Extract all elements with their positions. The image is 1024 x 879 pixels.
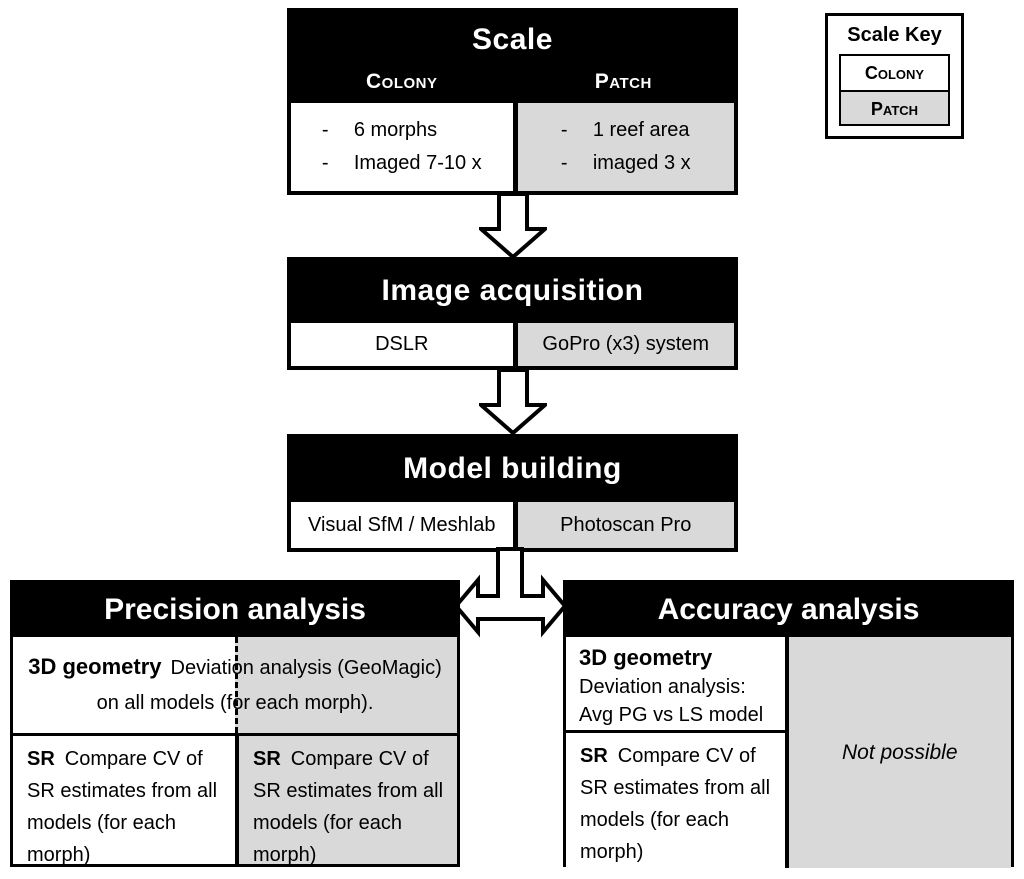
sr-label: SR — [580, 745, 608, 767]
model-building-title: Model building — [291, 438, 734, 502]
sr-description: Compare CV of SR estimates from all mode… — [580, 745, 771, 863]
precision-geometry-colony-background — [13, 637, 235, 733]
scale-header: Scale Colony Patch — [291, 12, 734, 103]
sr-description: Compare CV of SR estimates from all mode… — [27, 748, 218, 866]
bullet-dash: - — [321, 152, 329, 174]
accuracy-patch-not-possible-cell: Not possible — [788, 637, 1011, 868]
accuracy-analysis-title: Accuracy analysis — [566, 583, 1011, 637]
scale-colony-column-label: Colony — [365, 70, 438, 93]
precision-analysis-title: Precision analysis — [13, 583, 457, 637]
list-item-text: imaged 3 x — [592, 152, 691, 174]
geometry-description-line2: Avg PG vs LS model — [579, 704, 764, 726]
bullet-dash: - — [560, 119, 568, 141]
down-arrow-icon — [479, 193, 547, 259]
list-item: - imaged 3 x — [561, 147, 691, 180]
sr-description: Compare CV of SR estimates from all mode… — [253, 748, 444, 866]
geometry-description: Deviation analysis (GeoMagic) on all mod… — [96, 657, 442, 714]
image-acquisition-patch-cell: GoPro (x3) system — [512, 323, 734, 366]
accuracy-analysis-box: Accuracy analysis 3D geometry Deviation … — [563, 580, 1014, 868]
geometry-label: 3D geometry — [579, 645, 713, 670]
model-building-body: Visual SfM / Meshlab Photoscan Pro — [291, 502, 734, 548]
list-item-text: 1 reef area — [592, 119, 690, 141]
image-acquisition-body: DSLR GoPro (x3) system — [291, 323, 734, 366]
sr-label: SR — [27, 748, 55, 770]
model-building-colony-cell: Visual SfM / Meshlab — [291, 502, 513, 548]
geometry-label: 3D geometry — [28, 654, 162, 679]
image-acquisition-title: Image acquisition — [291, 261, 734, 323]
dashed-divider — [235, 637, 238, 733]
list-item-text: Imaged 7-10 x — [353, 152, 482, 174]
branch-left-right-arrow-icon — [455, 547, 568, 638]
list-item: - 6 morphs — [322, 114, 482, 147]
model-building-box: Model building Visual SfM / Meshlab Phot… — [287, 434, 738, 552]
scale-colony-cell: - 6 morphs - Imaged 7-10 x — [291, 103, 513, 191]
accuracy-geometry-colony-cell: 3D geometry Deviation analysis: Avg PG v… — [566, 637, 789, 733]
model-building-patch-cell: Photoscan Pro — [512, 502, 734, 548]
scale-patch-column-label: Patch — [594, 70, 652, 93]
bullet-dash: - — [560, 152, 568, 174]
scale-title: Scale — [472, 23, 553, 56]
scale-colony-bullet-list: - 6 morphs - Imaged 7-10 x — [322, 114, 482, 180]
scale-column-labels: Colony Patch — [291, 63, 734, 101]
precision-geometry-patch-background — [235, 637, 457, 733]
scale-key-patch-swatch: Patch — [841, 90, 948, 124]
bullet-dash: - — [321, 119, 329, 141]
down-arrow-icon — [479, 369, 547, 435]
accuracy-analysis-body: 3D geometry Deviation analysis: Avg PG v… — [566, 637, 1011, 868]
scale-key-title: Scale Key — [847, 24, 942, 46]
list-item: - 1 reef area — [561, 114, 691, 147]
scale-key-table: Colony Patch — [839, 54, 950, 126]
scale-body: - 6 morphs - Imaged 7-10 x - 1 reef area — [291, 103, 734, 191]
scale-box: Scale Colony Patch - 6 morphs - Imaged 7… — [287, 8, 738, 195]
scale-patch-cell: - 1 reef area - imaged 3 x — [512, 103, 734, 191]
scale-patch-bullet-list: - 1 reef area - imaged 3 x — [561, 114, 691, 180]
image-acquisition-box: Image acquisition DSLR GoPro (x3) system — [287, 257, 738, 370]
list-item: - Imaged 7-10 x — [322, 147, 482, 180]
image-acquisition-colony-cell: DSLR — [291, 323, 513, 366]
scale-key-legend: Scale Key Colony Patch — [825, 13, 964, 139]
sr-label: SR — [253, 748, 281, 770]
geometry-description-line1: Deviation analysis: — [579, 676, 746, 698]
list-item-text: 6 morphs — [353, 119, 438, 141]
scale-key-colony-swatch: Colony — [841, 56, 948, 90]
